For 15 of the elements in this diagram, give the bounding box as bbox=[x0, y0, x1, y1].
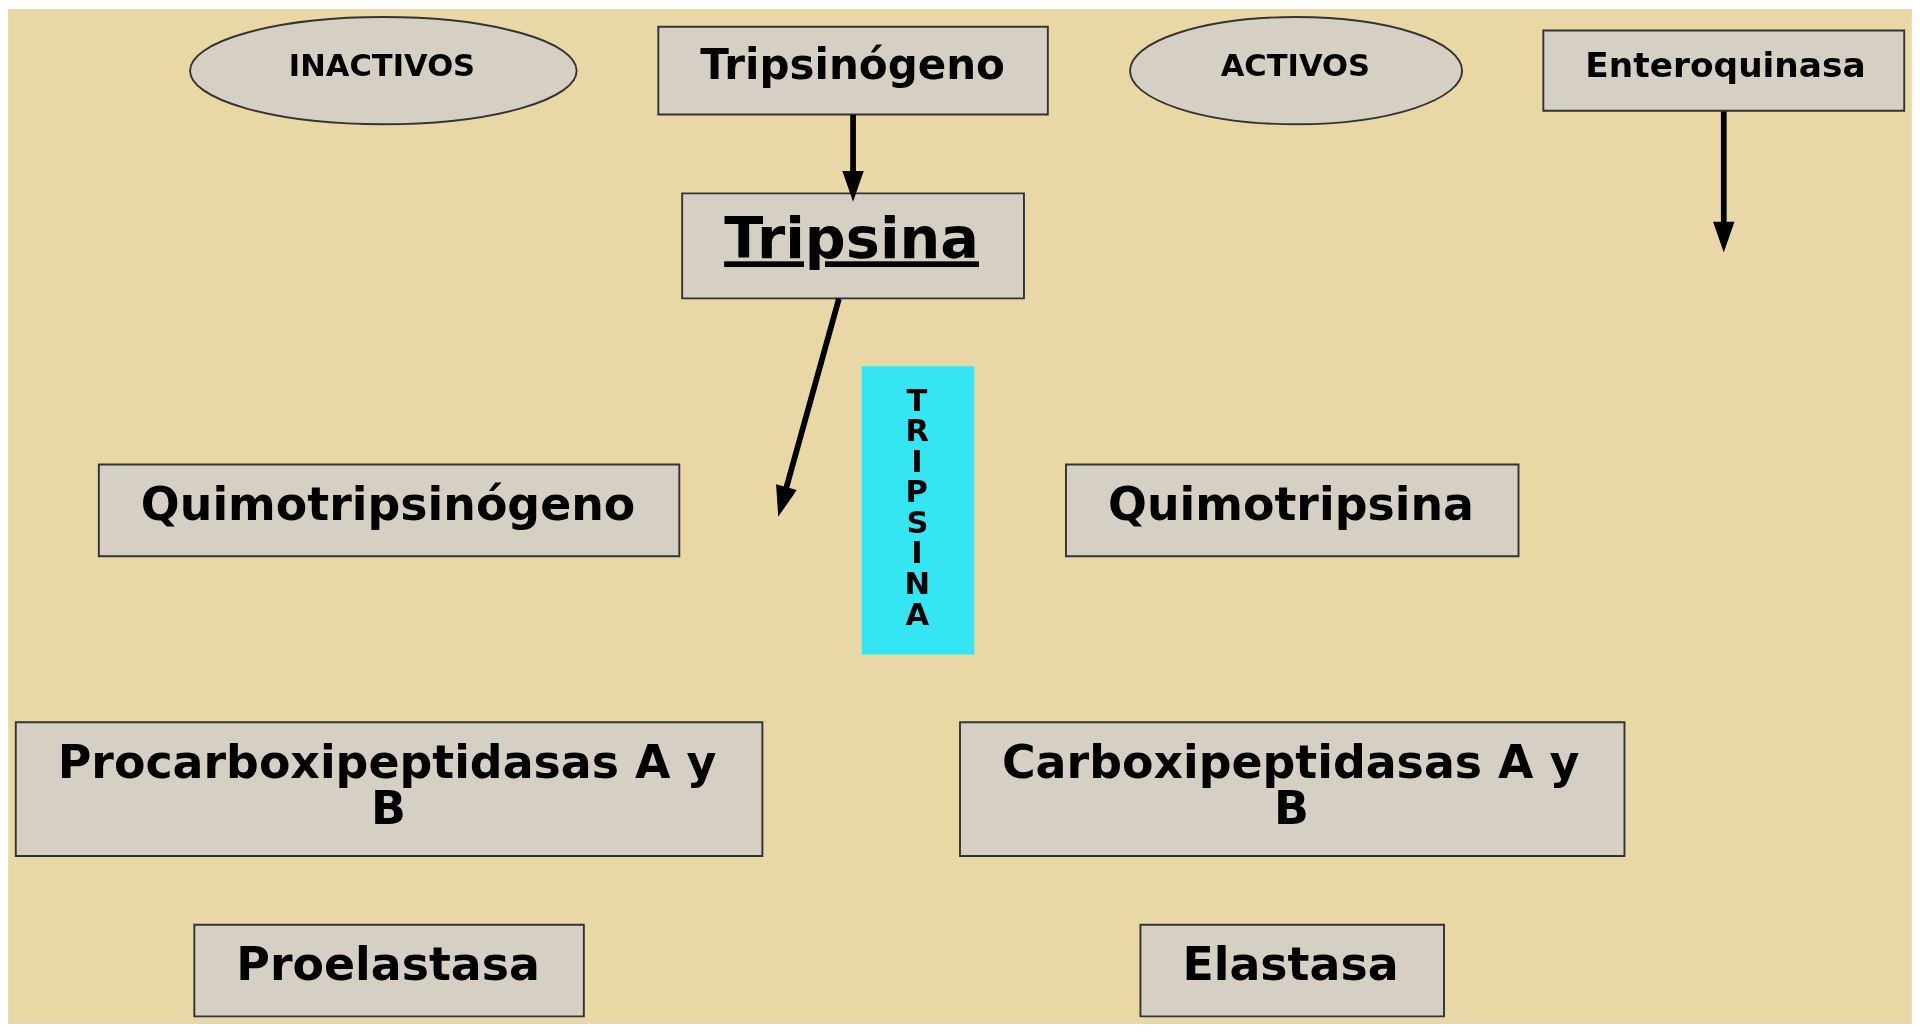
node-box: Tripsina bbox=[681, 192, 1025, 300]
node-box: Procarboxipeptidasas A y B bbox=[14, 721, 764, 857]
node-box: Quimotripsina bbox=[1065, 463, 1520, 558]
node-ellipse: ACTIVOS bbox=[1129, 16, 1464, 126]
arrow bbox=[1713, 111, 1735, 253]
arrow bbox=[776, 297, 842, 517]
node-box: Quimotripsinógeno bbox=[97, 463, 681, 558]
node-box: Carboxipeptidasas A y B bbox=[959, 721, 1626, 857]
node-box: Proelastasa bbox=[193, 923, 585, 1018]
node-box: Enteroquinasa bbox=[1542, 29, 1906, 112]
node-ellipse: INACTIVOS bbox=[189, 16, 578, 126]
node-box: TRIPSINA bbox=[861, 366, 975, 655]
node-box: Tripsinógeno bbox=[657, 25, 1049, 116]
arrow bbox=[842, 114, 864, 202]
node-box: Elastasa bbox=[1139, 923, 1445, 1018]
